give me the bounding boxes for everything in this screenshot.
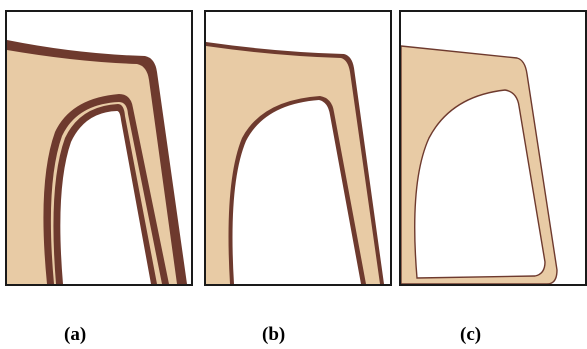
panel-b <box>204 10 392 286</box>
shape-a <box>7 12 191 284</box>
shape-b <box>206 12 390 284</box>
panel-c <box>399 10 587 286</box>
caption-b: (b) <box>262 325 285 344</box>
shape-c <box>401 12 585 284</box>
panel-a <box>5 10 193 286</box>
caption-a: (a) <box>64 325 86 344</box>
caption-c: (c) <box>460 325 481 344</box>
